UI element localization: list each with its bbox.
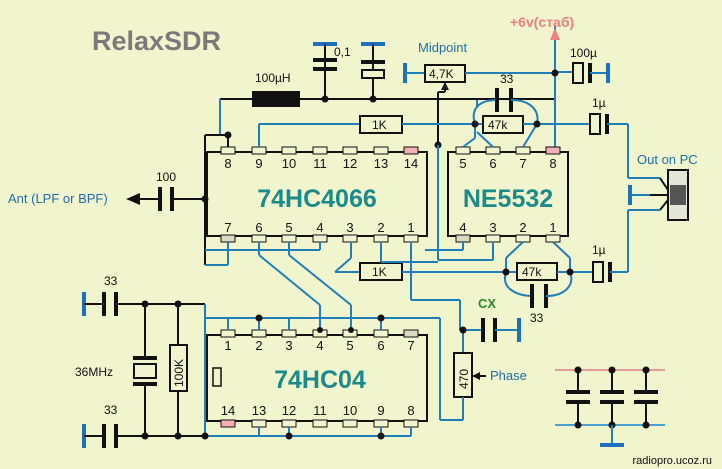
pin-label: 3 bbox=[346, 220, 353, 235]
capacitor-1u-bottom: 1µ bbox=[592, 210, 629, 283]
r-midpoint-label: 4,7K bbox=[429, 67, 454, 81]
crystal-oscillator: 33 36MHz 100K 33 bbox=[75, 274, 209, 448]
pin-label: 11 bbox=[313, 156, 327, 171]
pin-label: 3 bbox=[489, 220, 496, 235]
pin-label: 10 bbox=[282, 156, 296, 171]
inductor-100uH: 100µH bbox=[252, 71, 300, 107]
pin-label: 6 bbox=[377, 338, 384, 353]
feedback-lower: 1K 47k 33 bbox=[334, 241, 593, 325]
pin-label: 12 bbox=[343, 156, 357, 171]
decoupling-capacitors bbox=[555, 366, 665, 447]
inductor-label: 100µH bbox=[255, 71, 291, 85]
cap-33-left-bot-label: 33 bbox=[104, 403, 118, 417]
pin-label: 9 bbox=[255, 156, 262, 171]
inverter-wiring bbox=[204, 314, 441, 440]
pin-label: 13 bbox=[252, 403, 266, 418]
capacitor-0-1: 0,1 bbox=[313, 42, 351, 99]
pin-label: 7 bbox=[407, 338, 414, 353]
cap-100u-label: 100µ bbox=[570, 46, 597, 60]
pin-label: 6 bbox=[489, 156, 496, 171]
chip-74hc4066: 8 9 10 11 12 13 14 7 6 5 4 3 2 1 74HC406… bbox=[206, 146, 428, 243]
r-47k-top-label: 47k bbox=[488, 118, 508, 132]
pin-label: 6 bbox=[255, 220, 262, 235]
pin-label: 1 bbox=[224, 338, 231, 353]
pin-label: 5 bbox=[346, 338, 353, 353]
pin-label: 4 bbox=[316, 220, 323, 235]
pin-label: 5 bbox=[285, 220, 292, 235]
capacitor-1u-top: 1µ bbox=[589, 96, 660, 179]
ant-label: Ant (LPF or BPF) bbox=[8, 191, 108, 206]
pin-label: 5 bbox=[459, 156, 466, 171]
midpoint-label: Midpoint bbox=[418, 40, 468, 55]
pin-label: 13 bbox=[374, 156, 388, 171]
pin-label: 11 bbox=[313, 403, 327, 418]
cap-1u-top-label: 1µ bbox=[592, 96, 606, 110]
pin-label: 8 bbox=[407, 403, 414, 418]
crystal-label: 36MHz bbox=[75, 365, 113, 379]
cap-01-label: 0,1 bbox=[334, 45, 351, 59]
pin-label: 2 bbox=[519, 220, 526, 235]
chip-name: NE5532 bbox=[463, 185, 553, 213]
r-100k-label: 100K bbox=[172, 359, 186, 387]
out-on-pc-label: Out on PC bbox=[637, 152, 698, 167]
cx-label: CX bbox=[478, 296, 496, 311]
r-470-label: 470 bbox=[457, 369, 471, 389]
watermark: radiopro.ucoz.ru bbox=[633, 455, 713, 467]
pin-label: 8 bbox=[224, 156, 231, 171]
chip-name: 74HC4066 bbox=[257, 185, 377, 213]
pin-label: 8 bbox=[549, 156, 556, 171]
r-47k-bot-label: 47k bbox=[522, 265, 542, 279]
r-1k-bot-label: 1K bbox=[372, 265, 387, 279]
chip-ne5532: 5 6 7 8 4 3 2 1 NE5532 bbox=[447, 146, 569, 243]
pin-label: 1 bbox=[407, 220, 414, 235]
pin-label: 14 bbox=[221, 403, 235, 418]
pin-label: 2 bbox=[377, 220, 384, 235]
arrow-up-icon bbox=[550, 28, 560, 40]
capacitor-electrolytic bbox=[361, 42, 385, 99]
pin-label: 14 bbox=[404, 156, 418, 171]
pin-label: 1 bbox=[549, 220, 556, 235]
power-label: +6v(стаб) bbox=[510, 14, 574, 30]
audio-jack: Out on PC bbox=[628, 152, 698, 221]
cap-100-label: 100 bbox=[156, 170, 176, 184]
cap-33-top-label: 33 bbox=[500, 72, 514, 86]
chip-74hc04: 1 2 3 4 5 6 7 14 13 12 11 10 9 8 74HC04 bbox=[206, 329, 428, 428]
pin-label: 4 bbox=[316, 338, 323, 353]
cap-1u-bot-label: 1µ bbox=[592, 243, 606, 257]
resistor-midpoint: Midpoint 4,7K bbox=[403, 40, 559, 145]
pin-label: 12 bbox=[282, 403, 296, 418]
pin-label: 4 bbox=[459, 220, 466, 235]
chip-name: 74HC04 bbox=[274, 366, 366, 394]
pin-label: 7 bbox=[519, 156, 526, 171]
interchip-wiring bbox=[205, 242, 463, 330]
cap-33-left-top-label: 33 bbox=[104, 274, 118, 288]
pin-label: 2 bbox=[255, 338, 262, 353]
arrow-left-icon bbox=[126, 193, 140, 205]
r-1k-top-label: 1K bbox=[372, 118, 387, 132]
cap-33-bot-label: 33 bbox=[530, 311, 544, 325]
pin-label: 7 bbox=[224, 220, 231, 235]
feedback-upper: 1K 47k 33 bbox=[258, 72, 595, 260]
capacitor-100u: 100µ bbox=[570, 46, 610, 84]
phase-label: Phase bbox=[490, 368, 527, 383]
title: RelaxSDR bbox=[92, 26, 221, 56]
pin-label: 10 bbox=[343, 403, 357, 418]
pin-label: 9 bbox=[377, 403, 384, 418]
pin-label: 3 bbox=[285, 338, 292, 353]
cx-and-phase: CX 470 Phase bbox=[440, 296, 527, 421]
antenna-input: Ant (LPF or BPF) 100 bbox=[8, 134, 228, 265]
